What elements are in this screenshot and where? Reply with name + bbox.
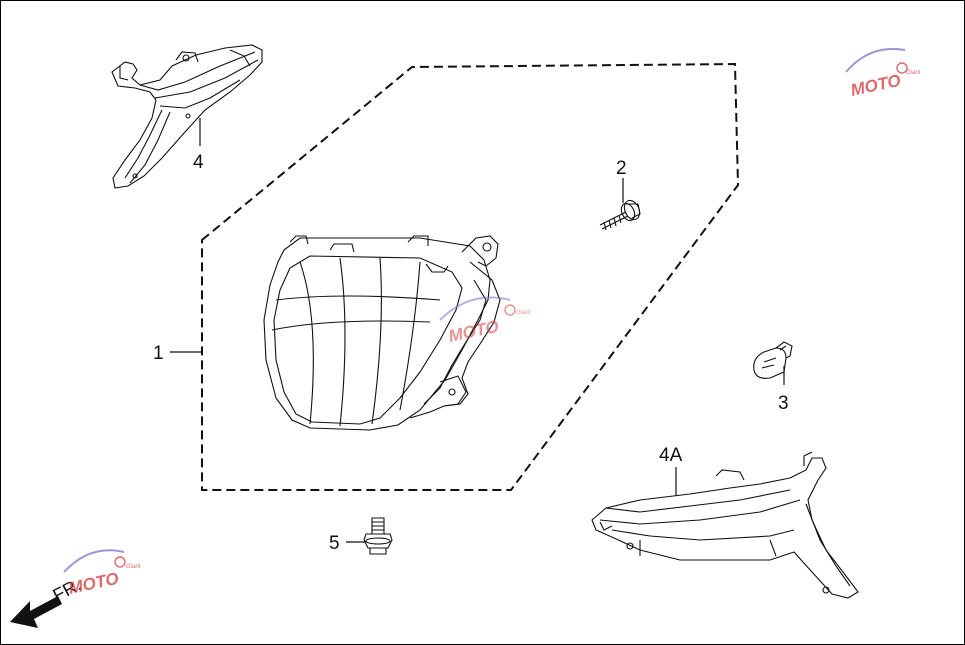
arrow-left-icon [10,596,62,628]
watermark-text-top: MOTO [849,71,903,100]
part-1-headlamp[interactable] [263,235,501,431]
gear-icon [504,304,516,316]
assembly-boundary [201,62,740,491]
watermark-sub-top: Giant [906,70,921,76]
watermark-logo-top: MOTO Giant [845,48,921,100]
watermark-sub-bottom: Giant [126,564,141,570]
watermark-text-bottom: MOTO [67,569,121,598]
part-5-bolt[interactable] [363,517,393,555]
watermark-sub-center: Giant [516,310,531,316]
callout-5: 5 [329,533,340,554]
callout-4a: 4A [659,445,683,466]
gear-icon [896,62,908,74]
part-2-screw[interactable] [599,198,643,231]
watermark-text-center: MOTO [447,317,501,346]
callout-2: 2 [616,158,627,179]
part-3-bulb[interactable] [753,341,793,379]
callout-4: 4 [193,152,204,173]
gear-icon [114,556,126,568]
watermark-logo-bottom: MOTO Giant [63,549,141,598]
front-direction-arrow [10,596,62,628]
callout-3: 3 [778,393,789,414]
part-4-cover[interactable] [111,44,263,189]
part-4a-cover[interactable] [591,451,859,599]
callout-1: 1 [153,343,164,364]
